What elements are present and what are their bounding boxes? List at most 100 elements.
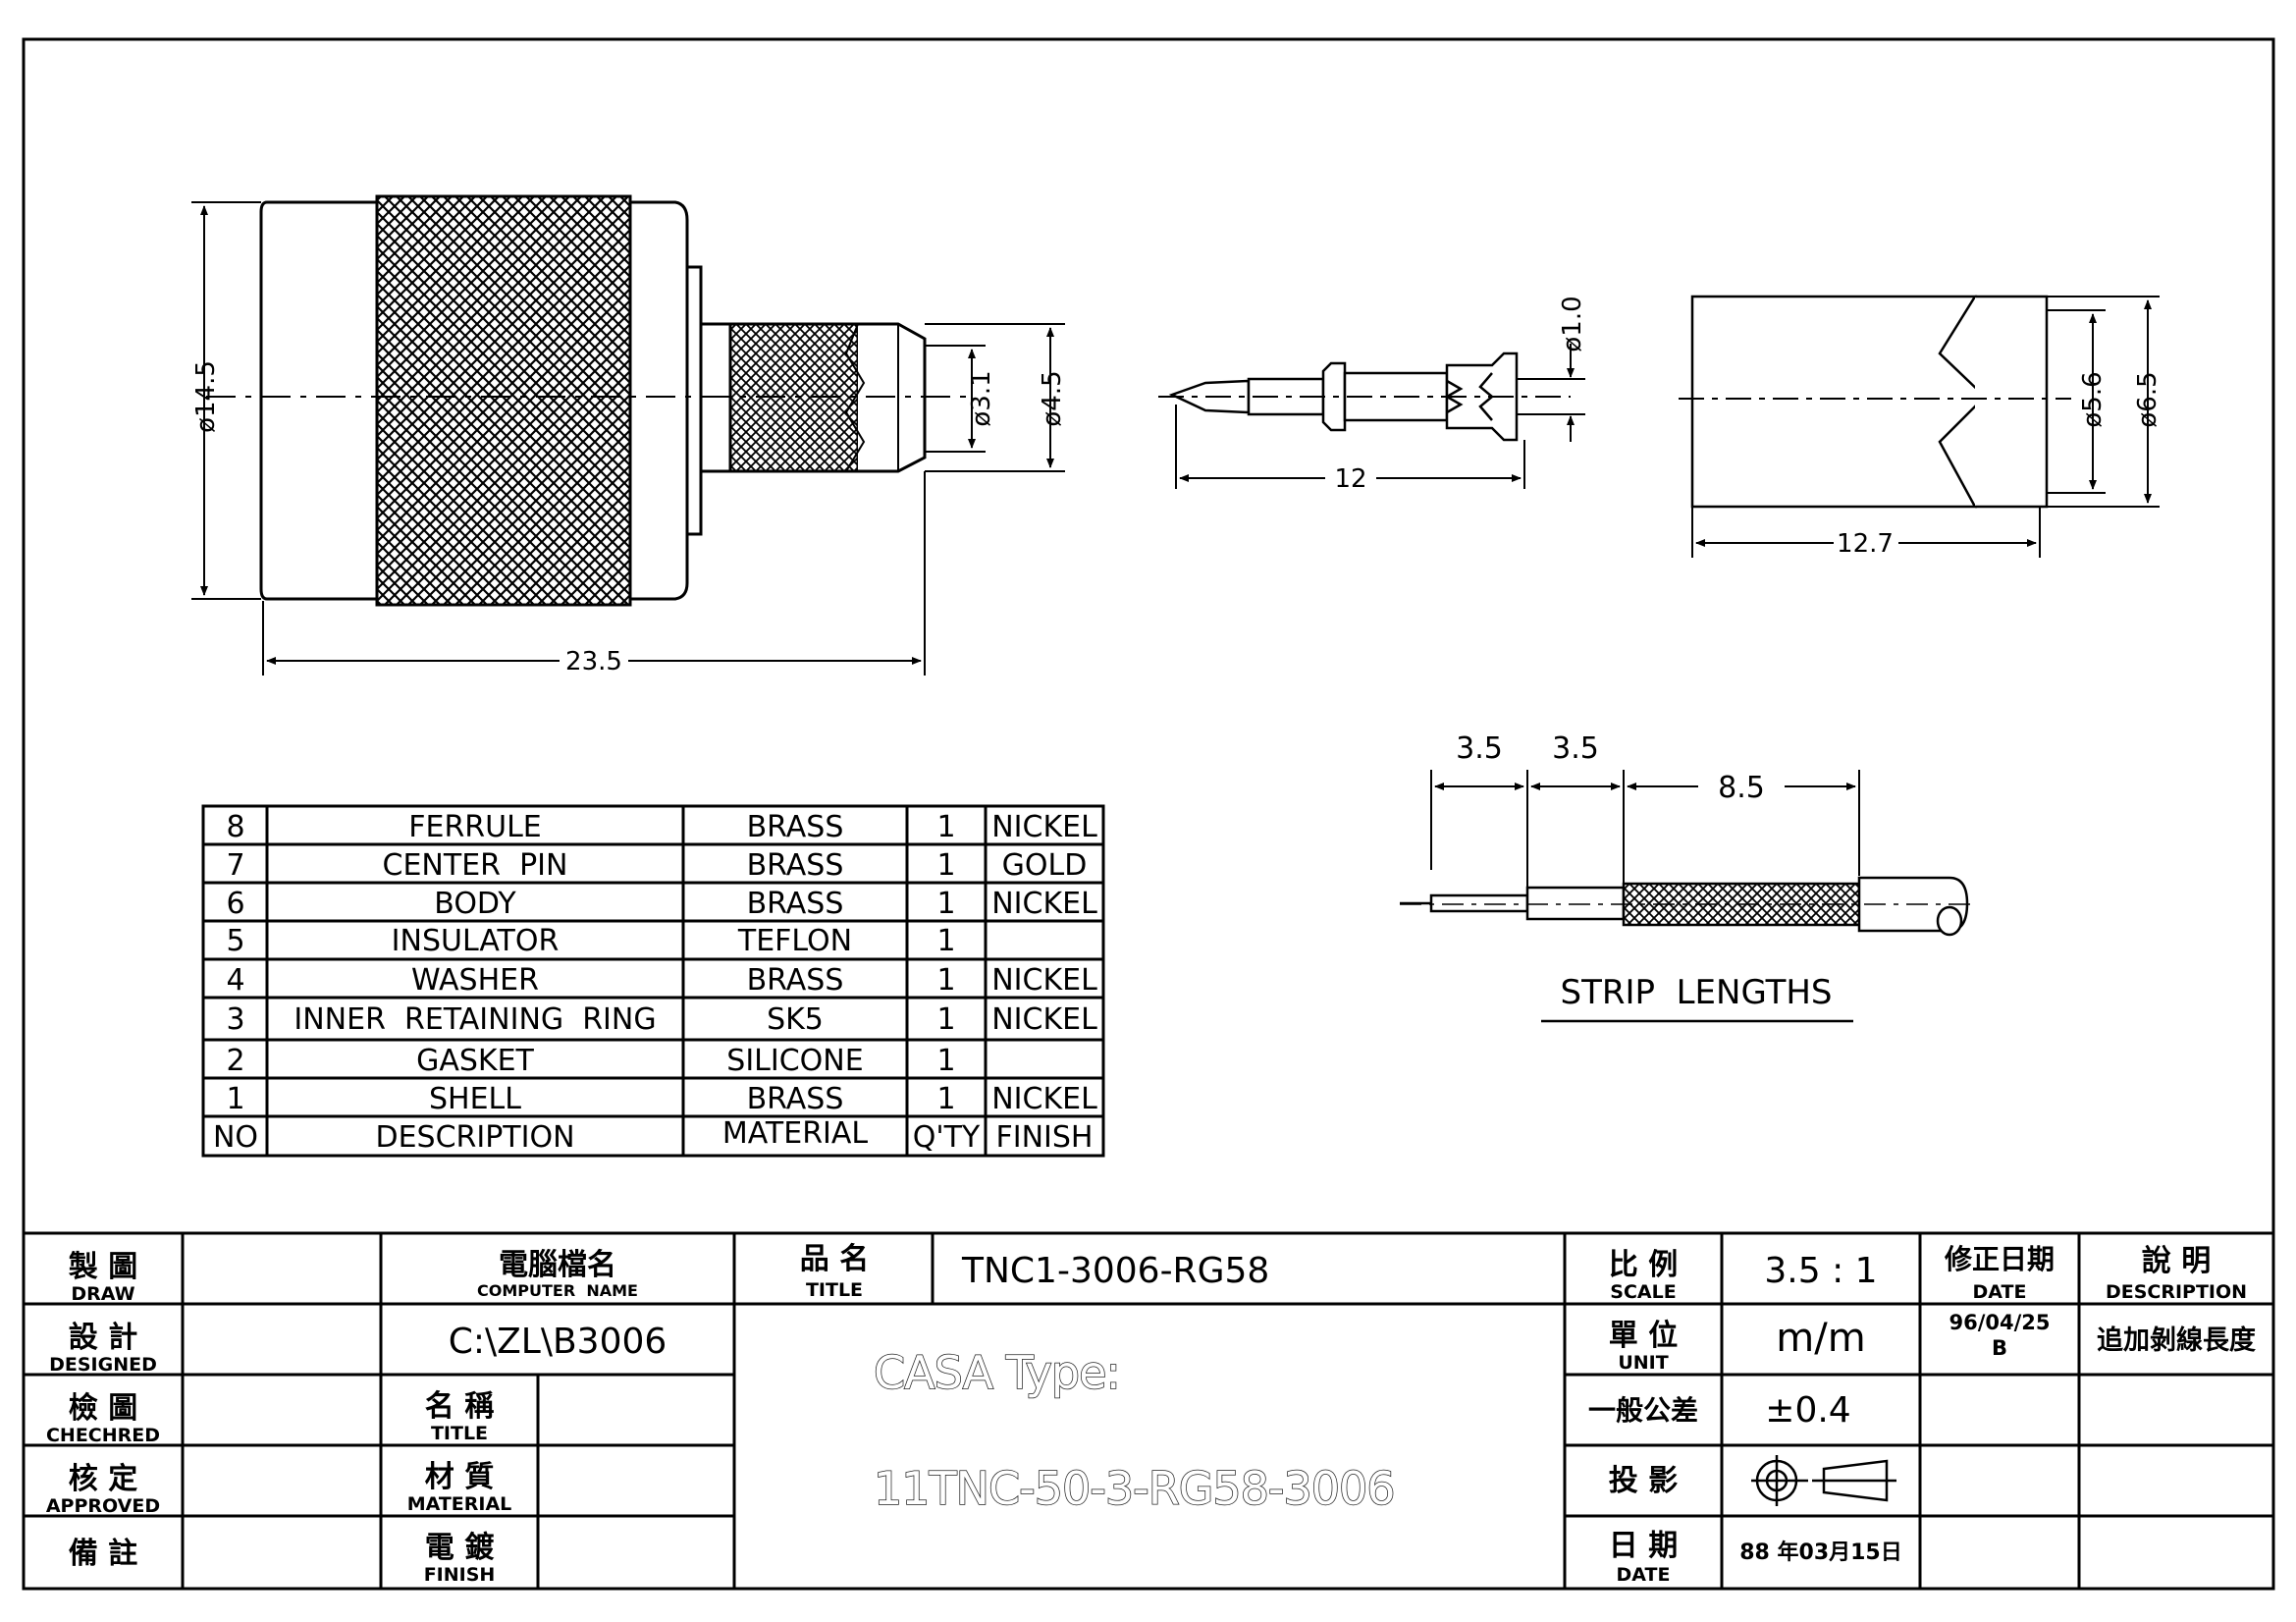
plating-cn: 電 鍍 — [425, 1531, 495, 1565]
rev-date-cn: 修正日期 — [1944, 1243, 2055, 1275]
strip-cable — [1400, 876, 1969, 937]
connector-side-view — [259, 194, 927, 607]
part-qty: 1 — [936, 1002, 955, 1037]
part-no: 1 — [226, 1082, 244, 1116]
parts-table — [201, 804, 1105, 1158]
part-material: BRASS — [747, 810, 844, 844]
rev-date-value: 96/04/25 — [1949, 1311, 2050, 1334]
part-no: 3 — [226, 1002, 244, 1037]
dim-sleeve-len — [1691, 507, 2041, 558]
unit-en: UNIT — [1618, 1352, 1668, 1374]
header-finish: FINISH — [996, 1120, 1094, 1155]
unit-value: m/m — [1776, 1316, 1865, 1361]
scale-value: 3.5 : 1 — [1764, 1251, 1877, 1291]
name-cn: 名 稱 — [425, 1389, 494, 1424]
part-no: 4 — [226, 963, 244, 998]
part-description: INSULATOR — [392, 924, 560, 958]
part-finish: GOLD — [1002, 848, 1088, 883]
projection-symbol-icon — [1751, 1455, 1896, 1506]
remarks-cn: 備 註 — [69, 1537, 137, 1571]
part-description: INNER RETAINING RING — [294, 1002, 656, 1037]
part-qty: 1 — [936, 963, 955, 998]
title-block-grid — [24, 1231, 2273, 1589]
part-description: FERRULE — [408, 810, 542, 844]
part-finish: NICKEL — [991, 963, 1097, 998]
part-finish: NICKEL — [991, 810, 1097, 844]
part-material: BRASS — [747, 848, 844, 883]
material-en: MATERIAL — [407, 1493, 512, 1515]
header-qty: Q'TY — [913, 1120, 981, 1155]
dim-sleeve-outer — [2047, 296, 2160, 508]
dim-ferrule-inner-label: ø3.1 — [967, 370, 996, 426]
dim-ferrule-inner — [925, 345, 986, 453]
dim-strip-3: 8.5 — [1718, 771, 1765, 805]
part-no: 2 — [226, 1044, 244, 1078]
sheet-border — [22, 37, 2275, 1591]
part-description: CENTER PIN — [383, 848, 568, 883]
dim-strip-2: 3.5 — [1552, 731, 1599, 766]
dim-pin-dia — [1517, 344, 1585, 442]
dim-ferrule-outer-label: ø4.5 — [1038, 370, 1067, 426]
dim-pin-dia-label: ø1.0 — [1558, 296, 1587, 351]
dim-strip-1: 3.5 — [1456, 731, 1503, 766]
table-row: 4 WASHER BRASS 1 NICKEL — [226, 963, 1097, 998]
part-qty: 1 — [936, 924, 955, 958]
casa-type-line1: CASA Type: — [874, 1346, 1120, 1399]
part-finish: NICKEL — [991, 1082, 1097, 1116]
part-description: SHELL — [429, 1082, 521, 1116]
part-material: TEFLON — [737, 924, 852, 958]
name-en: TITLE — [431, 1423, 488, 1444]
product-value: TNC1-3006-RG58 — [961, 1251, 1269, 1291]
dim-body-len-label: 23.5 — [565, 647, 622, 676]
desc-en: DESCRIPTION — [2106, 1281, 2247, 1303]
approved-en: APPROVED — [46, 1495, 160, 1517]
part-qty: 1 — [936, 810, 955, 844]
header-no: NO — [213, 1120, 258, 1155]
unit-cn: 單 位 — [1609, 1319, 1678, 1353]
draw-cn: 製 圖 — [69, 1250, 137, 1284]
dim-sleeve-outer-label: ø6.5 — [2133, 371, 2163, 427]
plating-en: FINISH — [424, 1564, 496, 1586]
part-material: BRASS — [747, 963, 844, 998]
scale-cn: 比 例 — [1609, 1248, 1678, 1282]
part-description: WASHER — [411, 963, 539, 998]
tolerance-cn: 一般公差 — [1588, 1394, 1698, 1427]
dim-pin-len — [1175, 405, 1525, 489]
date-en: DATE — [1617, 1564, 1671, 1586]
dim-sleeve-len-label: 12.7 — [1837, 529, 1894, 559]
desc-cn: 說 明 — [2142, 1244, 2211, 1278]
dim-strip — [1430, 770, 1860, 888]
part-qty: 1 — [936, 1082, 955, 1116]
dim-sleeve-inner — [2047, 309, 2106, 494]
material-cn: 材 質 — [425, 1460, 494, 1494]
designed-cn: 設 計 — [69, 1321, 137, 1355]
dim-body-len — [262, 471, 926, 676]
desc-value: 追加剝線長度 — [2097, 1325, 2256, 1356]
part-description: BODY — [434, 887, 516, 921]
dim-sleeve-inner-label: ø5.6 — [2078, 371, 2108, 427]
sleeve — [1690, 295, 2049, 509]
header-material: MATERIAL — [722, 1116, 869, 1151]
computer-name-en: COMPUTER NAME — [477, 1281, 638, 1300]
dim-pin-len-label: 12 — [1334, 464, 1366, 494]
part-material: BRASS — [747, 887, 844, 921]
product-cn: 品 名 — [800, 1242, 869, 1276]
rev-date-en: DATE — [1973, 1281, 2027, 1303]
approved-cn: 核 定 — [69, 1462, 137, 1496]
computer-name-value: C:\ZL\B3006 — [449, 1322, 667, 1362]
product-en: TITLE — [806, 1279, 863, 1301]
part-description: GASKET — [416, 1044, 534, 1078]
scale-en: SCALE — [1610, 1281, 1676, 1303]
part-no: 7 — [226, 848, 244, 883]
projection-cn: 投 影 — [1609, 1464, 1678, 1498]
part-finish: NICKEL — [991, 887, 1097, 921]
date-value: 88 年03月15日 — [1739, 1540, 1902, 1565]
part-material: SILICONE — [726, 1044, 863, 1078]
dim-body-dia — [191, 201, 261, 600]
